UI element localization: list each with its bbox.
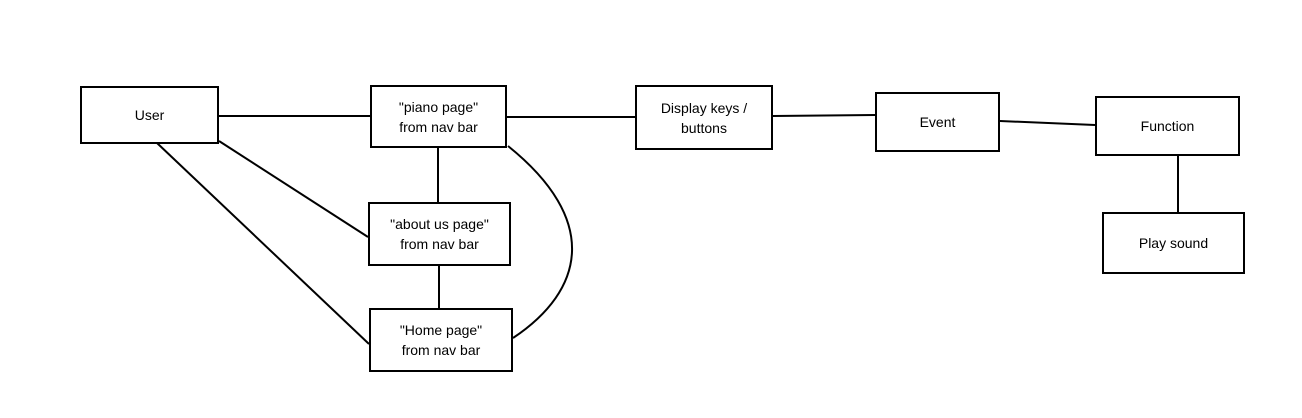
node-event: Event bbox=[875, 92, 1000, 152]
node-user: User bbox=[80, 86, 219, 144]
node-play-sound-label: Play sound bbox=[1135, 233, 1212, 253]
edge-user-home bbox=[156, 142, 370, 345]
node-home-page-line-2: from nav bar bbox=[401, 342, 481, 358]
node-user-label: User bbox=[131, 105, 169, 125]
node-display-keys-line-2: buttons bbox=[681, 119, 727, 136]
node-event-label: Event bbox=[916, 112, 960, 132]
node-display-keys-label: Display keys / buttons bbox=[657, 98, 751, 138]
node-about-us-page: "about us page" from nav bar bbox=[368, 202, 511, 266]
node-piano-page-line-2: from nav bar bbox=[399, 118, 478, 135]
node-piano-page-line-1: "piano page" bbox=[398, 98, 479, 115]
node-home-page-line-1: "Home page" bbox=[399, 322, 483, 338]
node-play-sound: Play sound bbox=[1102, 212, 1245, 274]
node-play-sound-line-1: Play sound bbox=[1138, 235, 1209, 251]
node-home-page: "Home page" from nav bar bbox=[369, 308, 513, 372]
node-home-page-label: "Home page" from nav bar bbox=[396, 320, 486, 360]
node-function-label: Function bbox=[1137, 116, 1199, 136]
edge-user-about bbox=[218, 140, 369, 238]
node-event-line-1: Event bbox=[919, 114, 956, 130]
node-piano-page: "piano page" from nav bar bbox=[370, 85, 507, 148]
node-function: Function bbox=[1095, 96, 1240, 156]
node-about-us-page-line-2: from nav bar bbox=[400, 236, 479, 252]
node-display-keys: Display keys / buttons bbox=[635, 85, 773, 150]
node-display-keys-line-1: Display keys / bbox=[660, 99, 748, 116]
node-about-us-page-label: "about us page" from nav bar bbox=[386, 214, 493, 254]
node-about-us-page-line-1: "about us page" bbox=[390, 216, 489, 232]
edge-piano-home-curve bbox=[507, 145, 574, 339]
node-piano-page-label: "piano page" from nav bar bbox=[395, 97, 482, 137]
node-function-line-1: Function bbox=[1140, 118, 1195, 134]
node-user-line-1: User bbox=[134, 107, 165, 123]
edge-display-event bbox=[772, 114, 876, 117]
edge-event-function bbox=[999, 120, 1096, 126]
